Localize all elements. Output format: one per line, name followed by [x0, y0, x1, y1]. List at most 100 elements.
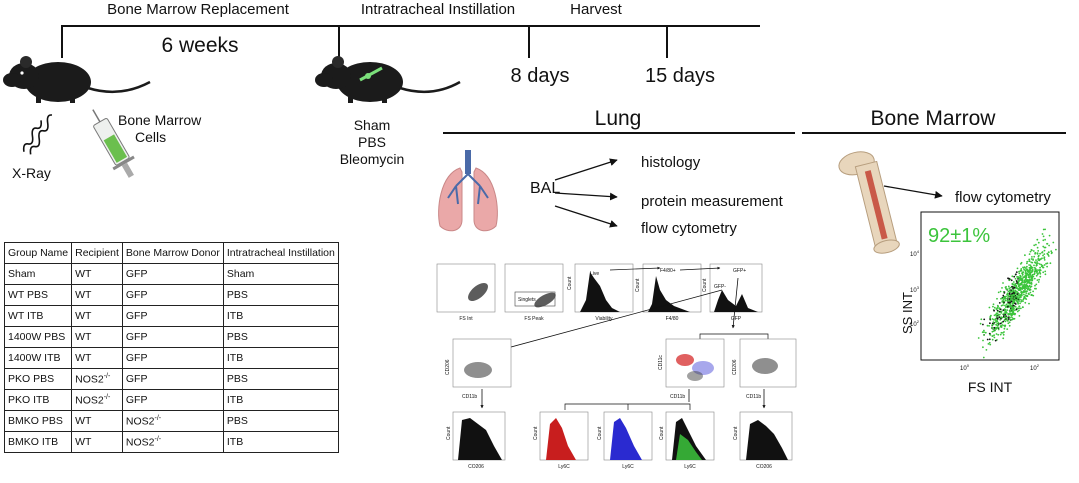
table-cell: Sham [222, 263, 339, 285]
h3-x-label: Ly6C [622, 464, 634, 470]
bm-scatter-points [977, 228, 1057, 359]
s3-x-label: CD11b [746, 394, 761, 400]
table-cell: WT [71, 326, 123, 348]
outcome-flow-cytometry: flow cytometry [641, 220, 737, 237]
table-cell: PKO ITB [3, 389, 73, 411]
timepoint-8-days: 8 days [511, 65, 570, 87]
table-cell: GFP [121, 389, 224, 411]
h1-x-label: CO206 [468, 464, 484, 470]
bm-y-axis-label: SS INT [900, 292, 915, 334]
bm-ytick-2: 103 [910, 285, 920, 294]
gate-hist-gfp: GFP+ GFP- GFP Count [702, 263, 763, 322]
table-cell: NOS2-/- [71, 368, 123, 390]
s3-y-label: CD206 [732, 359, 738, 375]
gate-hist-f480: F4/80+ F4/80 Count [635, 263, 702, 322]
table-cell: PBS [222, 326, 339, 348]
treatment-sham: Sham [354, 117, 391, 133]
p2-gate-label: Singlets [518, 297, 536, 303]
s2-x-label: CD11b [670, 394, 685, 400]
p5-gate2-label: GFP- [714, 284, 726, 290]
bm-cells-label-line2: Cells [135, 129, 166, 145]
treatment-bleomycin: Bleomycin [340, 151, 405, 167]
lung-icon [438, 150, 498, 232]
mouse-icon-instilled [315, 56, 461, 103]
xray-label: X-Ray [12, 165, 51, 181]
table-cell: GFP [121, 284, 224, 306]
table-cell: GFP [121, 326, 224, 348]
timeline: Bone Marrow Replacement Intratracheal In… [61, 1, 760, 87]
bm-xtick-1: 100 [960, 363, 970, 372]
table-cell: 1400W ITB [3, 347, 73, 369]
treatment-pbs: PBS [358, 134, 386, 150]
s1-y-label: CD206 [445, 359, 451, 375]
xray-icon [22, 114, 53, 155]
table-cell: BMKO ITB [3, 431, 73, 453]
lung-section: Lung BAL histology protein measurement f… [438, 107, 795, 237]
h2-x-label: Ly6C [558, 464, 570, 470]
bone-icon [838, 151, 900, 254]
bm-outcome-flow-cytometry: flow cytometry [955, 189, 1051, 206]
s2-y-label: CD11c [658, 355, 664, 370]
p4-gate-label: F4/80+ [660, 268, 676, 274]
gate-hist-viability: Live Viability Count [567, 263, 634, 322]
bal-label: BAL [530, 180, 560, 197]
header-bone-marrow-donor: Bone Marrow Donor [121, 242, 224, 264]
bm-ytick-3: 102 [910, 319, 920, 328]
group-table: Group Name Recipient Bone Marrow Donor I… [3, 242, 339, 453]
table-cell: WT ITB [3, 305, 73, 327]
phase-label-harvest: Harvest [570, 1, 623, 18]
h4-x-label: Ly6C [684, 464, 696, 470]
h5-y-label: Count [733, 426, 739, 440]
gate-plot-singlets: Singlets FS Peak [504, 263, 564, 322]
mouse-icon [3, 56, 151, 103]
table-cell: GFP [121, 263, 224, 285]
p3-x-label: Viability [595, 316, 613, 322]
timepoint-15-days: 15 days [645, 65, 715, 87]
s1-x-label: CD11b [462, 394, 477, 400]
h2-y-label: Count [533, 426, 539, 440]
bm-xtick-2: 102 [1030, 363, 1040, 372]
gating-strategy: FS Int Singlets FS Peak Live Viability C… [436, 263, 797, 470]
lung-title: Lung [595, 107, 642, 130]
outcome-histology: histology [641, 154, 701, 171]
table-cell: NOS2-/- [71, 389, 123, 411]
duration-label: 6 weeks [161, 34, 238, 57]
gate-scatter-cd11c: CD11b CD11c [658, 338, 725, 400]
gfp-percent-label: 92±1% [928, 225, 990, 247]
phase-label-bone-marrow-replacement: Bone Marrow Replacement [107, 1, 290, 18]
gate-hist-ly6c-red: Ly6C Count [533, 411, 589, 470]
gate-scatter-cd206-2: CD11b CD206 [732, 338, 797, 400]
table-cell: PBS [222, 284, 339, 306]
outcome-protein-measurement: protein measurement [641, 193, 784, 210]
table-header-row: Group Name Recipient Bone Marrow Donor I… [3, 242, 339, 264]
table-cell: 1400W PBS [3, 326, 73, 348]
h3-y-label: Count [597, 426, 603, 440]
bone-marrow-section: Bone Marrow flow cytometry 92±1% SS INT … [802, 107, 1066, 395]
table-cell: NOS2-/- [121, 431, 224, 453]
p4-x-label: F4/80 [666, 316, 679, 322]
gate-hist-ly6c-blue: Ly6C Count [597, 411, 653, 470]
table-cell: WT [71, 410, 123, 432]
h1-y-label: Count [446, 426, 452, 440]
p5-gate-label: GFP+ [733, 268, 746, 274]
p5-x-label: GFP [731, 316, 742, 322]
p1-x-label: FS Int [459, 316, 473, 322]
table-cell: GFP [121, 368, 224, 390]
gate-hist-ly6c-overlay: Ly6C Count [659, 411, 715, 470]
table-cell: Sham [3, 263, 73, 285]
p2-x-label: FS Peak [524, 316, 544, 322]
phase-label-intratracheal-instillation: Intratracheal Instillation [361, 1, 515, 18]
table-cell: ITB [222, 431, 339, 453]
h4-y-label: Count [659, 426, 665, 440]
header-intratracheal-instillation: Intratracheal Instillation [222, 242, 339, 264]
bm-cells-label-line1: Bone Marrow [118, 112, 202, 128]
table-cell: WT PBS [3, 284, 73, 306]
table-cell: GFP [121, 305, 224, 327]
